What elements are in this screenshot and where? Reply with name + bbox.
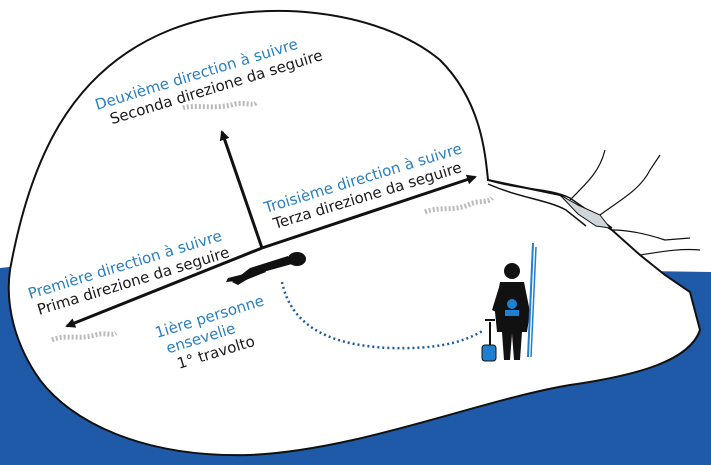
debris-mark-top [182, 100, 258, 111]
slope-lines [569, 149, 701, 256]
arrow-first-direction [65, 246, 263, 328]
avalanche-crack-fill [559, 194, 612, 229]
avalanche-deposit [7, 9, 702, 457]
searcher-icon [492, 263, 530, 360]
debris-mark-right [424, 196, 494, 215]
avalanche-crack [487, 179, 613, 229]
transceiver-icon [481, 319, 497, 362]
buried-victim-icon [226, 252, 306, 285]
arrow-third-direction [261, 174, 477, 250]
debris-mark-left [50, 330, 118, 343]
search-path [280, 281, 485, 350]
ski-poles-icon [527, 242, 534, 358]
arrow-second-direction [219, 130, 264, 249]
ski-pole-second [530, 246, 537, 358]
